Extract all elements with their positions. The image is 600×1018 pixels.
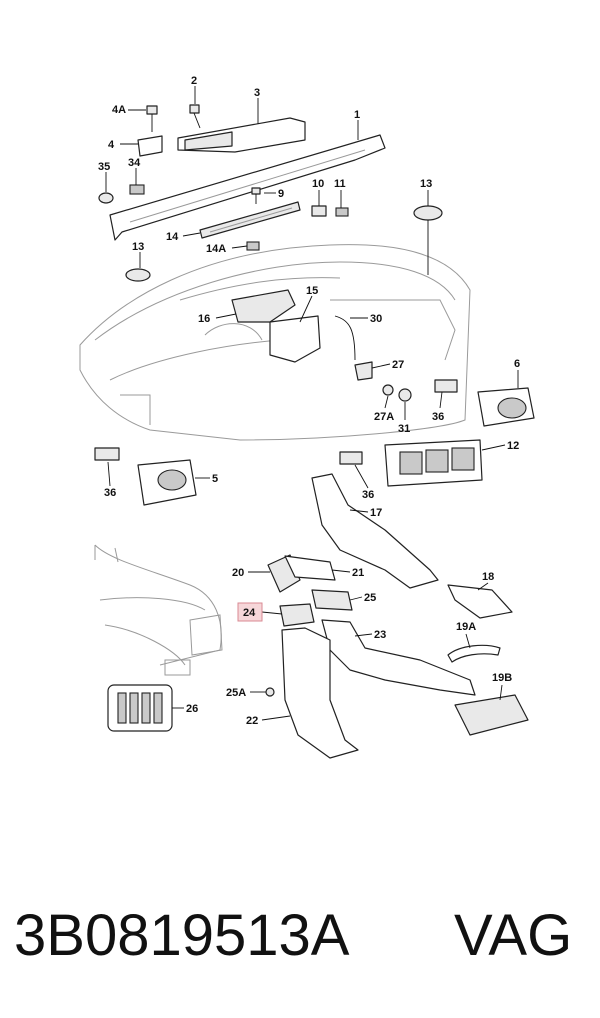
- part-panel-19b: [454, 694, 529, 736]
- part-grille-strip-14: [199, 201, 301, 239]
- callout-15: 15: [306, 285, 318, 297]
- part-speaker-cap-13-right: [413, 205, 443, 221]
- callout-30: 30: [370, 313, 382, 325]
- part-duct-24: [279, 603, 315, 627]
- brand-name: VAG: [454, 903, 573, 968]
- part-screw-9: [251, 187, 261, 204]
- part-duct-21: [284, 555, 336, 581]
- callout-18: 18: [482, 571, 494, 583]
- dashboard-outline: [79, 244, 471, 441]
- part-side-vent-5: [137, 459, 197, 506]
- callout-27a: 27A: [374, 411, 394, 423]
- callout-36-center: 36: [362, 489, 374, 501]
- part-clip-10: [311, 205, 327, 217]
- callout-36-right: 36: [432, 411, 444, 423]
- callout-34: 34: [128, 157, 141, 169]
- callout-21: 21: [352, 567, 364, 579]
- callout-22: 22: [246, 715, 258, 727]
- callout-4: 4: [108, 139, 115, 151]
- callout-14: 14: [166, 231, 179, 243]
- callout-20: 20: [232, 567, 244, 579]
- callout-24-highlight: [237, 602, 263, 622]
- part-clip-34: [129, 184, 145, 195]
- part-bracket-27: [354, 361, 373, 381]
- part-bracket-4: [137, 105, 163, 157]
- footer-caption: 3B0819513A VAG: [14, 896, 594, 976]
- part-duct-17: [311, 473, 439, 589]
- part-actuator-36-center: [339, 451, 363, 465]
- part-ring-27a: [382, 384, 394, 396]
- callout-5: 5: [212, 473, 218, 485]
- callout-2: 2: [191, 75, 197, 87]
- part-side-vent-6: [477, 387, 535, 427]
- part-duct-23: [321, 619, 476, 696]
- callout-17: 17: [370, 507, 382, 519]
- callout-labels: 1 2 3 4A 4 35 34 9 10 11 13 14 14A 13 16…: [98, 75, 520, 727]
- callout-13-left: 13: [132, 241, 144, 253]
- callout-19b: 19B: [492, 672, 512, 684]
- callout-31: 31: [398, 423, 410, 435]
- callout-4a: 4A: [112, 104, 126, 116]
- part-center-vent-12: [384, 439, 483, 487]
- callout-13-right: 13: [420, 178, 432, 190]
- part-actuator-36-left: [94, 447, 120, 461]
- callout-3: 3: [254, 87, 260, 99]
- part-bolt-2: [189, 104, 201, 129]
- part-vent-housing-16: [231, 289, 296, 323]
- part-duct-25: [311, 589, 353, 611]
- part-duct-18: [447, 584, 513, 619]
- callout-25a: 25A: [226, 687, 246, 699]
- callout-36-left: 36: [104, 487, 116, 499]
- part-speaker-cap-13-left: [125, 268, 151, 282]
- part-cap-35: [98, 192, 114, 204]
- part-vent-grille-26: [107, 684, 173, 732]
- part-duct-22: [281, 627, 359, 759]
- callout-10: 10: [312, 178, 324, 190]
- part-ring-25a: [265, 687, 275, 697]
- callout-14a: 14A: [206, 243, 226, 255]
- part-strip-19a: [447, 644, 501, 663]
- part-ring-31: [398, 388, 412, 402]
- callout-35: 35: [98, 161, 110, 173]
- car-body-outline: [94, 544, 223, 676]
- callout-16: 16: [198, 313, 210, 325]
- part-cover: [177, 117, 306, 153]
- callout-9: 9: [278, 188, 284, 200]
- part-clip-14a: [246, 241, 260, 251]
- part-actuator-36-right: [434, 379, 458, 393]
- callout-1: 1: [354, 109, 360, 121]
- callout-25: 25: [364, 592, 376, 604]
- part-dash-bar: [109, 134, 386, 241]
- callout-26: 26: [186, 703, 198, 715]
- part-cable-30: [334, 315, 356, 361]
- callout-24: 24: [243, 607, 256, 619]
- callout-11: 11: [334, 178, 346, 190]
- callout-12: 12: [507, 440, 519, 452]
- callout-6: 6: [514, 358, 520, 370]
- callout-19a: 19A: [456, 621, 476, 633]
- part-center-vent-15: [269, 315, 321, 363]
- part-number: 3B0819513A: [14, 903, 350, 968]
- callout-27: 27: [392, 359, 404, 371]
- part-clip-11: [335, 207, 349, 217]
- leader-lines: [105, 86, 519, 721]
- callout-23: 23: [374, 629, 386, 641]
- exploded-parts-diagram: 1 2 3 4A 4 35 34 9 10 11 13 14 14A 13 16…: [79, 75, 535, 759]
